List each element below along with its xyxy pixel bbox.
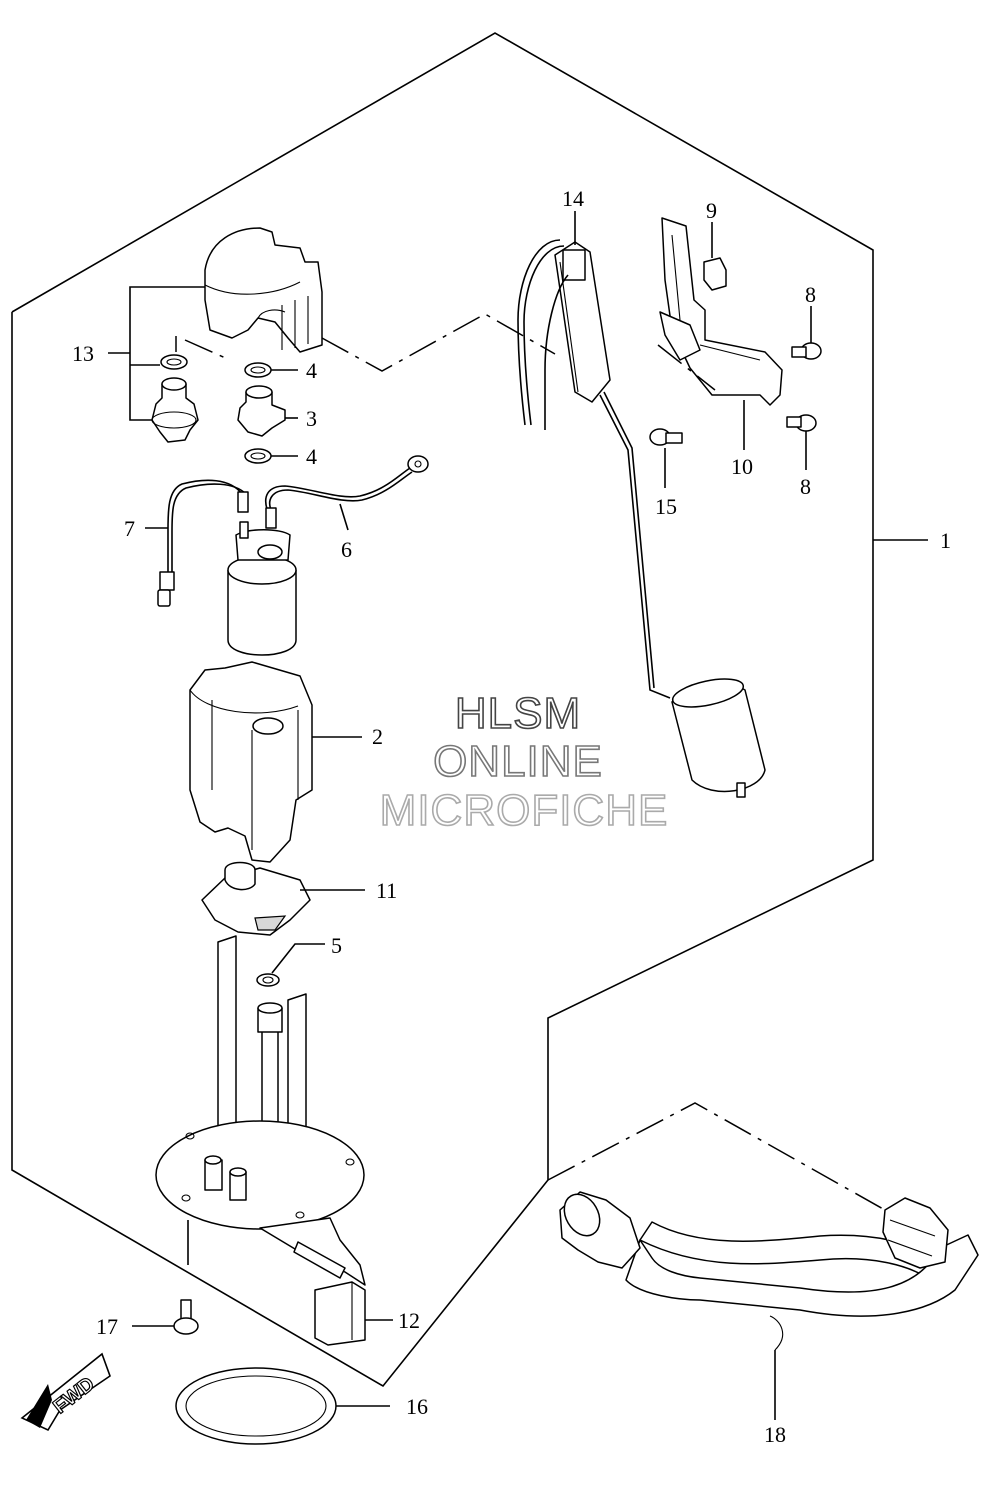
part-18-hose bbox=[559, 1191, 979, 1420]
part-13-cover bbox=[204, 227, 323, 353]
callout-4-lower: 4 bbox=[306, 444, 317, 469]
pump-flange bbox=[155, 1120, 366, 1286]
part-13-valve bbox=[151, 377, 199, 443]
part-9-clip bbox=[703, 222, 727, 291]
part-13-dashline bbox=[175, 336, 231, 361]
callout-11: 11 bbox=[376, 878, 397, 903]
callout-3: 3 bbox=[306, 406, 317, 431]
watermark: HLSM ONLINE MICROFICHE bbox=[379, 688, 669, 836]
part-2-holder bbox=[189, 661, 362, 863]
assembly-outline bbox=[11, 32, 874, 1388]
callout-8-upper: 8 bbox=[805, 282, 816, 307]
callout-1: 1 bbox=[940, 528, 951, 553]
part-15-bolt bbox=[649, 428, 683, 488]
part-13-oring bbox=[160, 354, 188, 370]
callout-13: 13 bbox=[72, 341, 94, 366]
part-17-screw bbox=[132, 1299, 199, 1335]
callout-4-upper: 4 bbox=[306, 358, 317, 383]
callout-labels: 1 2 3 4 4 5 6 7 8 8 9 10 11 12 13 14 15 … bbox=[72, 186, 951, 1447]
callout-10: 10 bbox=[731, 454, 753, 479]
callout-14: 14 bbox=[562, 186, 584, 211]
callout-6: 6 bbox=[341, 537, 352, 562]
part-4-oring-lower bbox=[244, 448, 298, 464]
callout-2: 2 bbox=[372, 724, 383, 749]
part-18-dashline bbox=[547, 1102, 886, 1211]
callout-18: 18 bbox=[764, 1422, 786, 1447]
part-14-sender bbox=[517, 211, 671, 699]
part-8-bolt-upper bbox=[791, 306, 822, 360]
part-10-bracket bbox=[659, 217, 783, 450]
fuel-pump-motor bbox=[227, 521, 297, 656]
callout-8-lower: 8 bbox=[800, 474, 811, 499]
watermark-line-2: ONLINE bbox=[433, 737, 603, 786]
part-7-wire bbox=[145, 479, 249, 607]
callout-12: 12 bbox=[398, 1308, 420, 1333]
fwd-arrow: FWD bbox=[20, 1352, 111, 1432]
callout-16: 16 bbox=[406, 1394, 428, 1419]
part-5-oring bbox=[256, 943, 325, 987]
part-16-gasket bbox=[175, 1367, 390, 1445]
part-13-bracket bbox=[108, 286, 205, 421]
part-3-regulator bbox=[237, 385, 298, 437]
part-4-oring-upper bbox=[244, 362, 298, 378]
callout-9: 9 bbox=[706, 198, 717, 223]
watermark-line-1: HLSM bbox=[455, 689, 581, 738]
part-6-wire bbox=[264, 455, 429, 531]
part-8-bolt-lower bbox=[786, 414, 817, 470]
callout-17: 17 bbox=[96, 1314, 118, 1339]
callout-15: 15 bbox=[655, 494, 677, 519]
part-11-filter bbox=[201, 861, 365, 936]
part-12-pad bbox=[314, 1281, 393, 1346]
callout-5: 5 bbox=[331, 933, 342, 958]
callout-7: 7 bbox=[124, 516, 135, 541]
part-14-float bbox=[671, 678, 766, 798]
part-10-dashline bbox=[657, 344, 716, 391]
part-14-dashline bbox=[321, 313, 556, 372]
watermark-line-3: MICROFICHE bbox=[380, 786, 669, 835]
